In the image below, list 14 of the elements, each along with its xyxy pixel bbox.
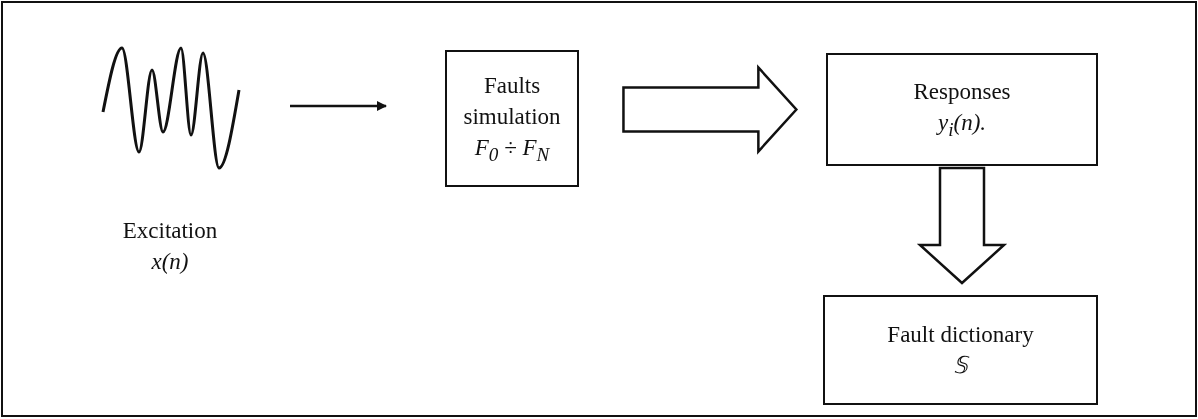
math-expression: 𝕊: [953, 352, 968, 380]
node-label: Excitation: [122, 217, 218, 245]
node-label: Fault dictionary: [887, 320, 1034, 349]
process-box: [826, 53, 1098, 166]
math-expression: y$_{i}$(n).: [937, 109, 987, 142]
arrow: [290, 101, 387, 111]
block-arrow: [916, 166, 1008, 285]
process-box: [445, 50, 579, 187]
process-box: [823, 295, 1098, 405]
block-arrow: [622, 64, 799, 155]
math-expression: x(n): [151, 248, 189, 277]
math-expression: F$_{0}$ ÷ F$_{N}$: [474, 133, 550, 167]
node-label: Faults simulation: [462, 71, 562, 131]
node-label: Responses: [913, 78, 1011, 107]
